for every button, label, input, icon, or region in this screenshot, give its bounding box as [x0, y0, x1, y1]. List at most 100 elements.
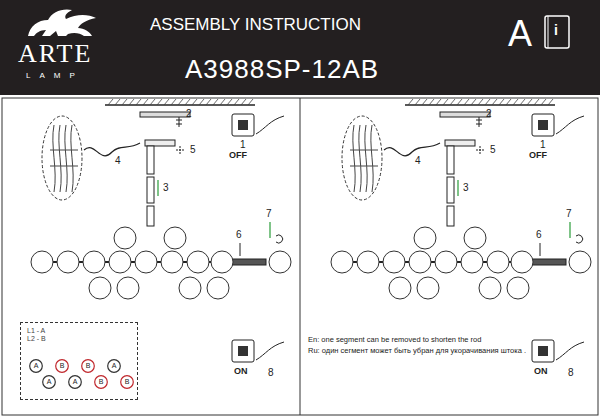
glass-globe [89, 277, 111, 299]
hand-outline [556, 342, 584, 360]
wall-switch [232, 114, 254, 136]
circle-letter: B [55, 359, 69, 373]
ceiling-hatch [192, 99, 197, 105]
ceiling-hatch [227, 99, 232, 105]
wire-strand [371, 125, 373, 192]
wire [84, 143, 140, 156]
ceiling-hatch [408, 99, 413, 105]
glass-globe [31, 251, 53, 273]
callout-number: 4 [115, 155, 121, 166]
ceiling-hatch [506, 99, 511, 105]
glass-globe [57, 251, 79, 273]
wire-strand [59, 125, 61, 192]
ceiling-hatch [122, 99, 127, 105]
ceiling-hatch [213, 99, 218, 105]
ceiling-hatch [464, 99, 469, 105]
switch-state: OFF [529, 151, 547, 161]
ceiling-hatch [415, 99, 420, 105]
circle-letter: A [42, 375, 56, 389]
glass-globe [135, 251, 157, 273]
ceiling-hatch [429, 99, 434, 105]
glass-globe [161, 251, 183, 273]
legend-inset: AABABBABL1 - AL2 - B [20, 322, 138, 400]
callout-number: 8 [268, 367, 274, 378]
canopy [445, 140, 475, 146]
lamp-circle: B [94, 375, 108, 389]
glass-globe [187, 251, 209, 273]
glass-globe [487, 251, 509, 273]
switch-toggle [238, 120, 248, 130]
glass-globe [357, 251, 379, 273]
wire-strand [359, 125, 361, 192]
ceiling-hatch [234, 99, 239, 105]
callout-number: 4 [415, 155, 421, 166]
ceiling-line [105, 104, 255, 106]
screw-arrows [176, 117, 182, 127]
callout-number: 8 [568, 367, 574, 378]
glass-globe [331, 251, 353, 273]
language-letter: A [508, 14, 532, 54]
wall-switch [232, 340, 254, 362]
ceiling-hatch [143, 99, 148, 105]
callout-tick [569, 222, 570, 238]
screw-mark [176, 146, 184, 154]
callout-number: 3 [163, 182, 169, 193]
rod-segment [147, 146, 154, 174]
callout-tick [457, 180, 458, 196]
screw-arrows [476, 117, 482, 127]
glass-globe [507, 277, 529, 299]
glass-globe [417, 277, 439, 299]
circle-outline [121, 376, 134, 389]
callout-number: 1 [540, 139, 546, 150]
hand-outline [256, 116, 284, 134]
circle-outline [95, 376, 108, 389]
lamp-circle: B [55, 359, 69, 373]
circle-letter: A [29, 359, 43, 373]
callout-number: 5 [490, 144, 496, 155]
rod-segment [147, 177, 154, 203]
lamp-circle: A [42, 375, 56, 389]
glass-globe [461, 251, 483, 273]
glass-globe [409, 251, 431, 273]
wire [384, 143, 440, 156]
glass-globe [479, 277, 501, 299]
rod-segment [447, 146, 454, 174]
circle-outline [30, 360, 43, 373]
sheet-title: ASSEMBLY INSTRUCTION [150, 16, 361, 35]
rod-segment [447, 177, 454, 203]
ceiling-hatch [541, 99, 546, 105]
glass-globe [414, 227, 436, 249]
ceiling-hatch [527, 99, 532, 105]
callout-number: 6 [236, 229, 242, 240]
ceiling-hatch [150, 99, 155, 105]
lamp-circle: A [29, 359, 43, 373]
ceiling-hatch [499, 99, 504, 105]
ceiling-hatch [129, 99, 134, 105]
screw-mark [476, 146, 484, 154]
wire-connector [50, 150, 78, 166]
ceiling-hatch [136, 99, 141, 105]
glass-globe [179, 277, 201, 299]
wire-detail [42, 116, 82, 200]
wire-strand [353, 125, 355, 192]
mounting-bracket [440, 112, 490, 117]
header-bar [0, 0, 600, 95]
circle-letter: B [81, 359, 95, 373]
glass-globe [569, 251, 591, 273]
callout-number: 2 [486, 108, 492, 119]
rotate-arrow [576, 235, 583, 243]
detached-arm [232, 259, 266, 265]
model-number: A3988SP-12AB [185, 55, 379, 84]
wire-strand [65, 125, 67, 192]
lamp-circle: A [68, 375, 82, 389]
ceiling-hatch [520, 99, 525, 105]
callout-number: 1 [240, 139, 246, 150]
callout-number: 6 [536, 229, 542, 240]
inset-key: L1 - A [27, 327, 131, 335]
page-frame [2, 98, 598, 415]
chandelier-figure [331, 99, 591, 362]
callout-number: 3 [463, 182, 469, 193]
ceiling-hatch [422, 99, 427, 105]
ceiling-hatch [115, 99, 120, 105]
glass-globe [114, 227, 136, 249]
